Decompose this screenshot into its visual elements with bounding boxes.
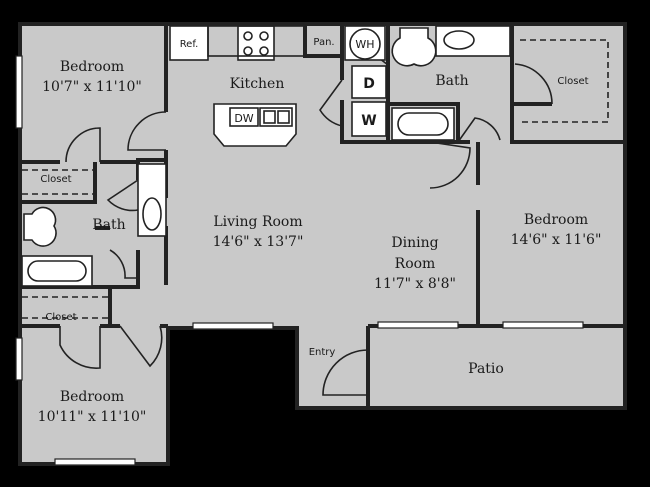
- bedroom-1-name: Bedroom: [60, 59, 124, 75]
- entry-label: Entry: [309, 347, 336, 358]
- interior-walls: [22, 24, 625, 408]
- kitchen-sink: [259, 107, 293, 127]
- right-bath-fixtures: [391, 25, 511, 141]
- kitchen-fixtures: [169, 25, 306, 147]
- refrigerator: [169, 25, 209, 61]
- bedroom-1-size: 10'7" x 11'10": [42, 79, 142, 95]
- bath-left-name: Bath: [92, 217, 125, 233]
- closet-top-left-label: Closet: [40, 174, 71, 185]
- wh-label: WH: [355, 38, 374, 51]
- ref-label: Ref.: [180, 39, 199, 50]
- bedroom-2-name: Bedroom: [60, 389, 124, 405]
- dryer: [351, 65, 387, 99]
- door-swings: [59, 44, 553, 396]
- closet-rods: [22, 39, 609, 319]
- bath-right-name: Bath: [435, 73, 468, 89]
- water-heater: [349, 28, 381, 60]
- dw-label: DW: [234, 112, 253, 125]
- floor-area: [20, 24, 625, 464]
- windows: [15, 55, 584, 466]
- dishwasher: [229, 107, 259, 127]
- dining-room-name-2: Room: [395, 256, 436, 272]
- washer-label: W: [361, 113, 376, 129]
- washer: [351, 101, 387, 137]
- living-room-name: Living Room: [213, 214, 302, 230]
- dining-room-size: 11'7" x 8'8": [374, 276, 456, 292]
- kitchen-name: Kitchen: [230, 76, 285, 92]
- bedroom-3-size: 14'6" x 11'6": [511, 232, 602, 248]
- bedroom-3-name: Bedroom: [524, 212, 588, 228]
- living-room-size: 14'6" x 13'7": [213, 234, 304, 250]
- left-bath-fixtures: [21, 163, 167, 287]
- dining-room-name-1: Dining: [391, 235, 438, 251]
- stove: [237, 25, 275, 61]
- dryer-label: D: [363, 76, 375, 92]
- pan-label: Pan.: [313, 37, 334, 48]
- patio-name: Patio: [468, 361, 504, 377]
- bedroom-2-size: 10'11" x 11'10": [38, 409, 147, 425]
- toilet-right: [391, 27, 437, 67]
- closet-right-label: Closet: [557, 76, 588, 87]
- closet-bottom-left-label: Closet: [45, 312, 76, 323]
- counter-top: [207, 25, 306, 57]
- toilet-left: [23, 206, 57, 247]
- utility-fixtures: [344, 25, 387, 137]
